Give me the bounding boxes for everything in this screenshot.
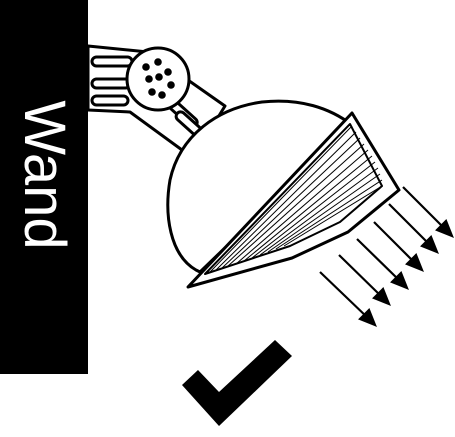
light-rays	[319, 186, 454, 327]
lamp-housing	[166, 99, 354, 274]
light-ray-arrow	[373, 221, 424, 272]
pivot-joint	[125, 46, 191, 112]
light-ray-arrow	[388, 203, 439, 254]
light-ray-arrow	[319, 271, 377, 327]
wall-panel: Wand	[0, 0, 88, 374]
checkmark-icon	[182, 340, 292, 426]
light-ray-arrow	[338, 254, 391, 306]
lamp-lens	[186, 111, 401, 289]
light-ray-arrow	[402, 186, 454, 238]
light-ray-arrow	[356, 238, 409, 290]
